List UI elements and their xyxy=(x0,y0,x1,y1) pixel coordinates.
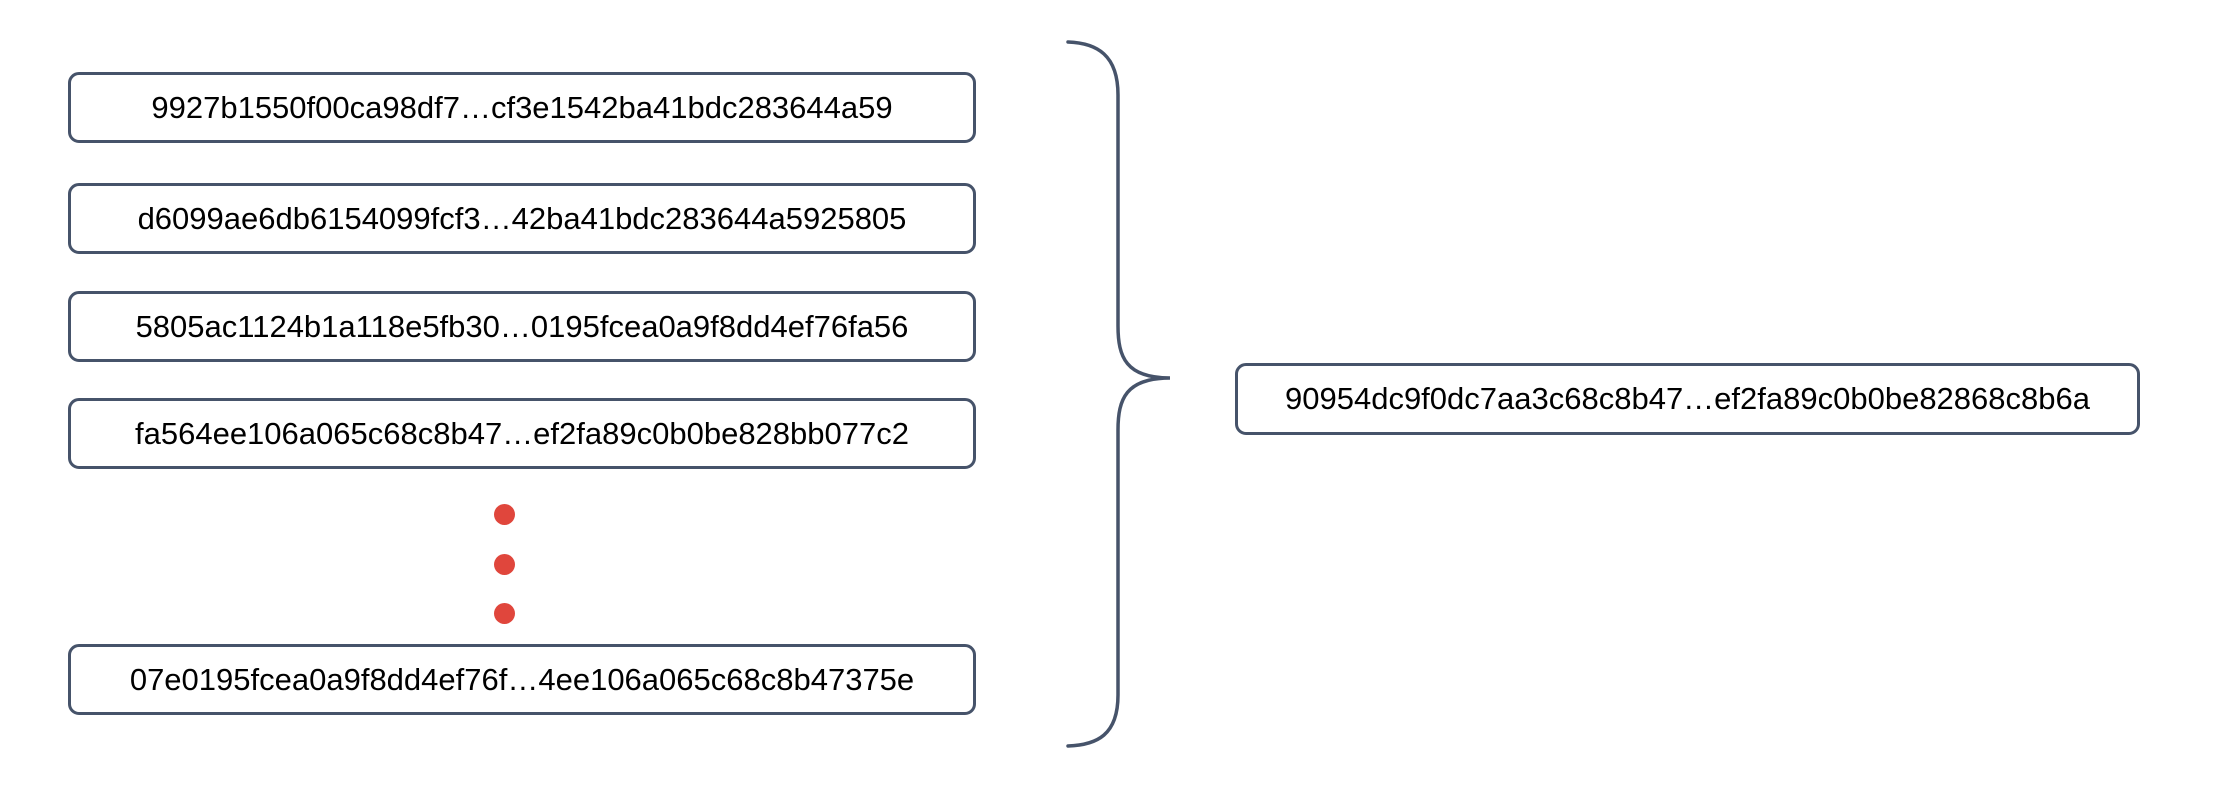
hash-block-2-text: d6099ae6db6154099fcf3…42ba41bdc283644a59… xyxy=(137,200,907,236)
output-hash-block-text: 90954dc9f0dc7aa3c68c8b47…ef2fa89c0b0be82… xyxy=(1285,381,2090,416)
red-dot-icon xyxy=(494,504,515,525)
red-dot-icon xyxy=(494,603,515,624)
output-hash-block: 90954dc9f0dc7aa3c68c8b47…ef2fa89c0b0be82… xyxy=(1235,363,2140,435)
hash-block-2: d6099ae6db6154099fcf3…42ba41bdc283644a59… xyxy=(68,183,976,254)
hash-block-last-text: 07e0195fcea0a9f8dd4ef76f…4ee106a065c68c8… xyxy=(129,661,915,697)
vertical-ellipsis-dots xyxy=(494,504,515,624)
hash-block-1: 9927b1550f00ca98df7…cf3e1542ba41bdc28364… xyxy=(68,72,976,143)
hash-block-3: 5805ac1124b1a118e5fb30…0195fcea0a9f8dd4e… xyxy=(68,291,976,362)
hash-block-1-text: 9927b1550f00ca98df7…cf3e1542ba41bdc28364… xyxy=(151,89,893,125)
hash-block-4-text: fa564ee106a065c68c8b47…ef2fa89c0b0be828b… xyxy=(135,415,909,451)
hash-block-4: fa564ee106a065c68c8b47…ef2fa89c0b0be828b… xyxy=(68,398,976,469)
red-dot-icon xyxy=(494,553,515,575)
hash-block-3-text: 5805ac1124b1a118e5fb30…0195fcea0a9f8dd4e… xyxy=(135,308,909,344)
hash-block-last: 07e0195fcea0a9f8dd4ef76f…4ee106a065c68c8… xyxy=(68,644,976,715)
